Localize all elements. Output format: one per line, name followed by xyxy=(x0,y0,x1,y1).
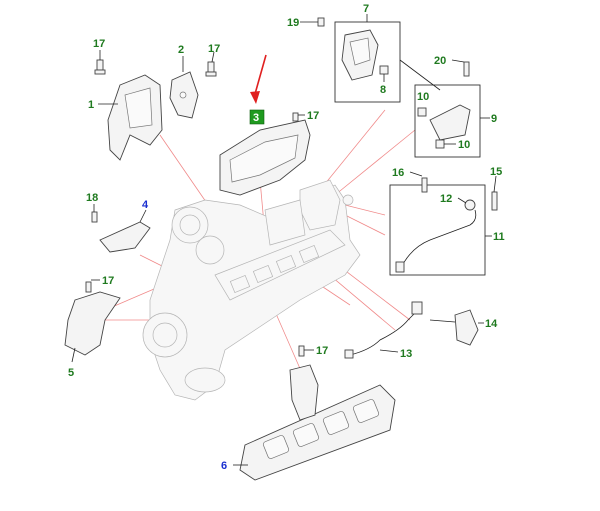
callout-10-b: 10 xyxy=(458,139,470,151)
callout-13: 13 xyxy=(400,348,412,360)
part-2-bracket xyxy=(169,56,199,119)
highlight-box-3 xyxy=(249,109,265,125)
target-arrow xyxy=(250,54,267,104)
part-1-heat-shield xyxy=(98,74,163,161)
part-9-group xyxy=(399,59,490,158)
part-7-group xyxy=(300,14,401,103)
engine-assembly xyxy=(142,179,361,401)
part-6-manifold-gasket xyxy=(233,364,396,481)
bolt-17-d xyxy=(298,345,314,357)
part-5-shield xyxy=(64,291,121,363)
bolt-17-a xyxy=(94,50,106,75)
bolt-17-b xyxy=(205,51,217,77)
callout-4: 4 xyxy=(142,199,149,211)
callout-6: 6 xyxy=(221,460,227,472)
callout-11: 11 xyxy=(493,231,505,243)
part-11-group xyxy=(389,171,498,276)
callout-12: 12 xyxy=(440,193,452,205)
callout-8: 8 xyxy=(380,84,386,96)
part-14-sensor-module xyxy=(429,309,484,346)
bolt-18 xyxy=(91,204,98,223)
callout-2: 2 xyxy=(178,44,184,56)
callout-19: 19 xyxy=(287,17,299,29)
callout-7: 7 xyxy=(363,3,369,15)
callout-5: 5 xyxy=(68,367,74,379)
callout-17-d: 17 xyxy=(316,345,328,357)
part-13-sensor-wire xyxy=(344,301,423,359)
callout-17-e: 17 xyxy=(307,110,319,122)
callout-1: 1 xyxy=(88,99,94,111)
callout-9: 9 xyxy=(491,113,497,125)
bolt-17-c xyxy=(85,279,100,293)
callout-14: 14 xyxy=(485,318,498,330)
callout-labels: 1 2 3 4 5 6 7 8 9 10 10 11 12 13 14 15 1… xyxy=(68,3,505,472)
callout-17-c: 17 xyxy=(102,275,114,287)
callout-10-a: 10 xyxy=(417,91,429,103)
callout-16: 16 xyxy=(392,167,404,179)
callout-15: 15 xyxy=(490,166,502,178)
callout-3: 3 xyxy=(253,112,259,124)
part-3-exhaust-heat-shield xyxy=(219,112,311,196)
callout-17-b: 17 xyxy=(208,43,220,55)
callout-18: 18 xyxy=(86,192,98,204)
callout-20: 20 xyxy=(434,55,446,67)
part-4-shield xyxy=(99,209,151,253)
callout-17-a: 17 xyxy=(93,38,105,50)
